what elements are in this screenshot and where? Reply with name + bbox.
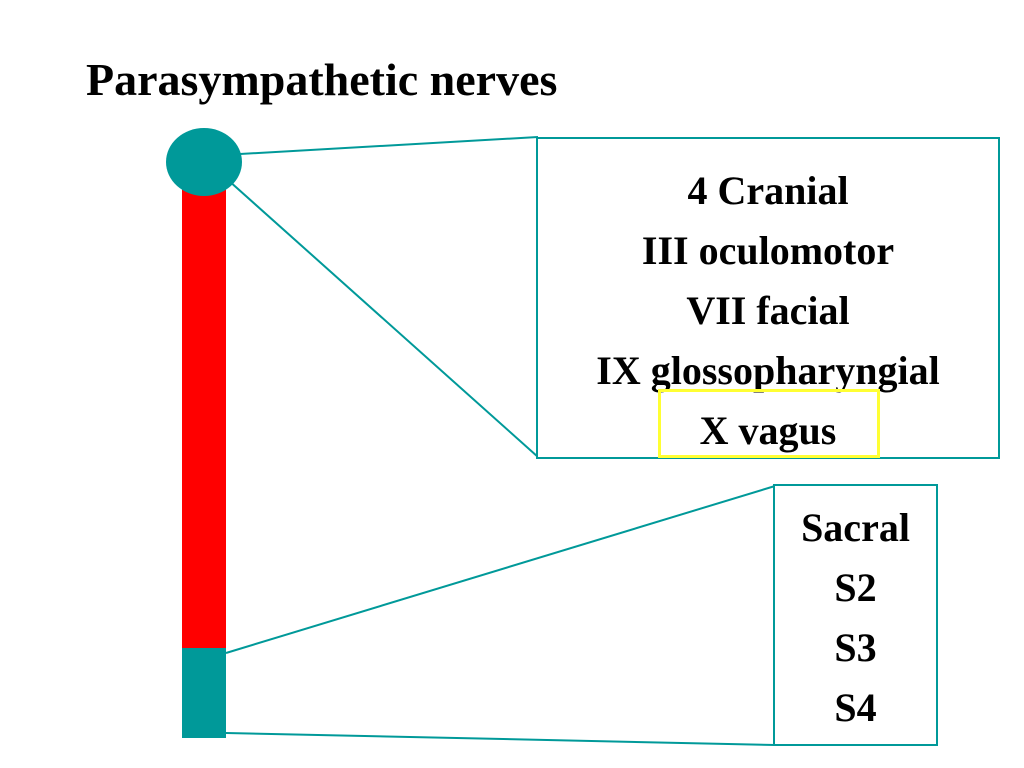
cranial-connector-bottom [227, 179, 539, 458]
cranial-heading: 4 Cranial [687, 168, 849, 213]
cranial-nerves-box: 4 Cranial III oculomotor VII facial IX g… [536, 137, 1000, 459]
vagus-highlight [658, 389, 880, 458]
sacral-heading: Sacral [801, 505, 910, 550]
sacral-segment [182, 648, 226, 738]
spinal-cord [182, 180, 226, 652]
sacral-s3: S3 [834, 625, 877, 670]
sacral-nerves-box: Sacral S2 S3 S4 [773, 484, 938, 746]
sacral-connector-top [225, 485, 776, 654]
cranial-nerve-facial: VII facial [686, 288, 850, 333]
cranial-nerve-oculomotor: III oculomotor [641, 228, 895, 273]
cranial-nerve-glossopharyngial: IX glossopharyngial [596, 348, 940, 393]
brain-node [166, 128, 242, 196]
slide-title: Parasympathetic nerves [86, 54, 558, 105]
sacral-s4: S4 [834, 685, 877, 730]
cranial-connector-top [239, 136, 539, 155]
cranial-nerve-vagus: X vagus [699, 408, 837, 453]
sacral-connector-bottom [225, 732, 776, 746]
sacral-s2: S2 [834, 565, 877, 610]
